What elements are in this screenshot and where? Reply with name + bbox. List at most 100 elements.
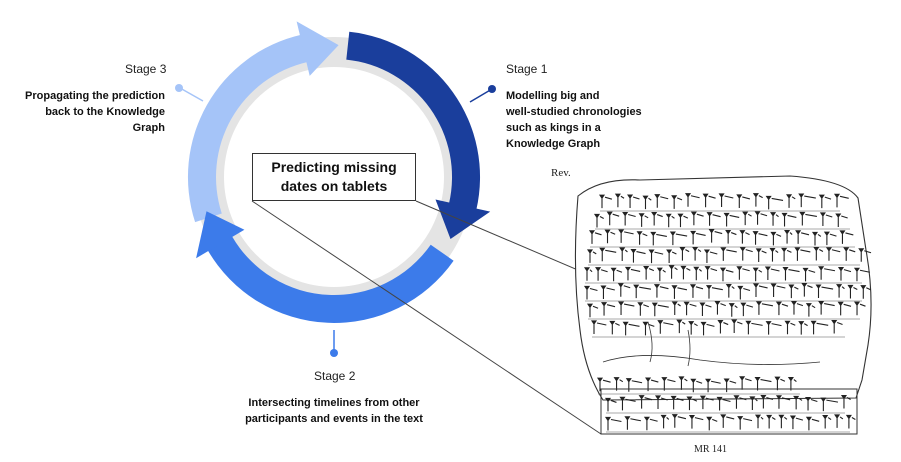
cuneiform-wedge bbox=[839, 230, 854, 244]
cuneiform-wedge bbox=[825, 247, 841, 261]
cuneiform-wedge bbox=[820, 397, 839, 412]
cuneiform-wedge bbox=[754, 414, 764, 429]
cuneiform-wedge bbox=[843, 247, 856, 261]
cuneiform-wedge bbox=[725, 230, 737, 244]
cuneiform-tablet-drawing bbox=[574, 175, 872, 433]
cuneiform-wedge bbox=[704, 266, 718, 280]
stage2-arrow-body bbox=[207, 236, 454, 323]
cuneiform-wedge bbox=[764, 266, 780, 280]
cuneiform-wedge bbox=[600, 285, 615, 299]
cuneiform-wedge bbox=[823, 231, 837, 246]
cuneiform-wedge bbox=[752, 193, 763, 207]
cuneiform-wedge bbox=[637, 302, 649, 316]
cuneiform-wedge bbox=[718, 193, 734, 207]
cuneiform-wedge bbox=[765, 195, 784, 210]
cuneiform-wedge bbox=[689, 284, 704, 298]
cuneiform-wedge bbox=[736, 194, 751, 208]
stage3-arrow-body bbox=[187, 34, 308, 223]
cuneiform-wedge bbox=[601, 302, 616, 316]
cuneiform-wedge bbox=[781, 247, 792, 262]
cuneiform-wedge bbox=[706, 212, 721, 226]
cuneiform-wedge bbox=[836, 284, 845, 298]
cuneiform-wedge bbox=[690, 211, 704, 226]
cuneiform-wedge bbox=[766, 414, 776, 429]
cuneiform-wedge bbox=[669, 231, 688, 246]
cuneiform-wedge bbox=[604, 397, 617, 412]
stage1-title: Stage 1 bbox=[506, 62, 548, 76]
cuneiform-wedge bbox=[760, 394, 774, 409]
center-title-line: Predicting missing bbox=[271, 159, 397, 175]
cuneiform-wedge bbox=[833, 193, 849, 208]
cuneiform-wedge bbox=[586, 303, 599, 318]
cuneiform-wedge bbox=[622, 211, 636, 226]
cuneiform-wedge bbox=[754, 211, 768, 225]
cuneiform-wedge bbox=[650, 231, 667, 246]
cuneiform-wedge bbox=[638, 395, 653, 409]
cuneiform-wedge bbox=[699, 302, 712, 317]
cuneiform-wedge bbox=[733, 395, 747, 409]
cuneiform-wedge bbox=[805, 396, 818, 411]
stage1-arrow-head bbox=[435, 199, 491, 239]
cuneiform-wedge bbox=[609, 320, 620, 335]
cuneiform-wedge bbox=[755, 248, 767, 262]
cuneiform-wedge bbox=[860, 285, 871, 299]
cuneiform-wedge bbox=[793, 395, 803, 410]
stage1-description: Modelling big and well-studied chronolog… bbox=[506, 88, 676, 152]
cuneiform-wedge bbox=[666, 249, 677, 263]
cuneiform-wedge bbox=[737, 285, 751, 300]
cuneiform-wedge bbox=[739, 247, 753, 261]
cuneiform-wedge bbox=[739, 376, 752, 390]
cuneiform-wedge bbox=[717, 320, 729, 334]
cuneiform-wedge bbox=[731, 319, 743, 333]
cuneiform-wedge bbox=[618, 301, 635, 316]
cuneiform-wedge bbox=[720, 414, 735, 428]
cuneiform-wedge bbox=[798, 321, 808, 335]
cuneiform-wedge bbox=[740, 302, 754, 317]
cuneiform-wedge bbox=[679, 247, 690, 261]
cuneiform-wedge bbox=[683, 301, 697, 316]
cuneiform-wedge bbox=[678, 376, 688, 390]
cuneiform-wedge bbox=[633, 284, 652, 299]
cuneiform-wedge bbox=[690, 378, 703, 393]
cuneiform-wedge bbox=[688, 415, 704, 429]
cuneiform-wedge bbox=[853, 301, 866, 316]
tablet-caption: MR 141 bbox=[694, 444, 728, 455]
cuneiform-wedge bbox=[788, 284, 799, 299]
cuneiform-wedge bbox=[811, 231, 822, 246]
cuneiform-wedge bbox=[745, 320, 763, 335]
cuneiform-wedge bbox=[668, 265, 678, 279]
cuneiform-wedge bbox=[595, 267, 608, 281]
stage2-line: participants and events in the text bbox=[245, 413, 423, 425]
cuneiform-wedge bbox=[654, 395, 668, 409]
cuneiform-wedge bbox=[798, 193, 816, 208]
cuneiform-wedge bbox=[651, 212, 663, 226]
cuneiform-wedge bbox=[752, 283, 768, 297]
cuneiform-wedge bbox=[700, 321, 715, 336]
stage1-line: such as kings in a bbox=[506, 122, 601, 134]
cuneiform-wedge bbox=[686, 396, 698, 411]
cuneiform-wedge bbox=[752, 231, 768, 245]
stage1-line: Modelling big and bbox=[506, 90, 600, 102]
tablet-side-label: Rev. bbox=[551, 167, 571, 179]
stage2-line: Intersecting timelines from other bbox=[248, 397, 420, 409]
cuneiform-wedge bbox=[684, 193, 700, 207]
stage1-marker-dot bbox=[488, 85, 496, 93]
stage1-marker-line bbox=[469, 88, 493, 103]
cuneiform-wedge bbox=[586, 249, 597, 263]
cuneiform-wedge bbox=[676, 319, 686, 334]
cuneiform-wedge bbox=[624, 416, 642, 430]
cuneiform-wedge bbox=[837, 301, 852, 316]
cuneiform-wedge bbox=[671, 414, 687, 428]
cuneiform-wedge bbox=[742, 211, 752, 226]
cuneiform-wedge bbox=[794, 247, 811, 261]
cuneiform-wedge bbox=[657, 320, 674, 334]
cuneiform-wedge bbox=[703, 249, 718, 263]
cuneiform-wedge bbox=[770, 283, 786, 298]
cuneiform-wedge bbox=[805, 416, 820, 431]
cuneiform-wedge bbox=[593, 213, 604, 228]
cuneiform-wedge bbox=[588, 230, 602, 244]
stage3-line: back to the Knowledge Graph bbox=[45, 106, 165, 134]
cuneiform-wedge bbox=[819, 212, 833, 226]
cuneiform-wedge bbox=[716, 396, 731, 411]
cuneiform-wedge bbox=[699, 395, 714, 410]
